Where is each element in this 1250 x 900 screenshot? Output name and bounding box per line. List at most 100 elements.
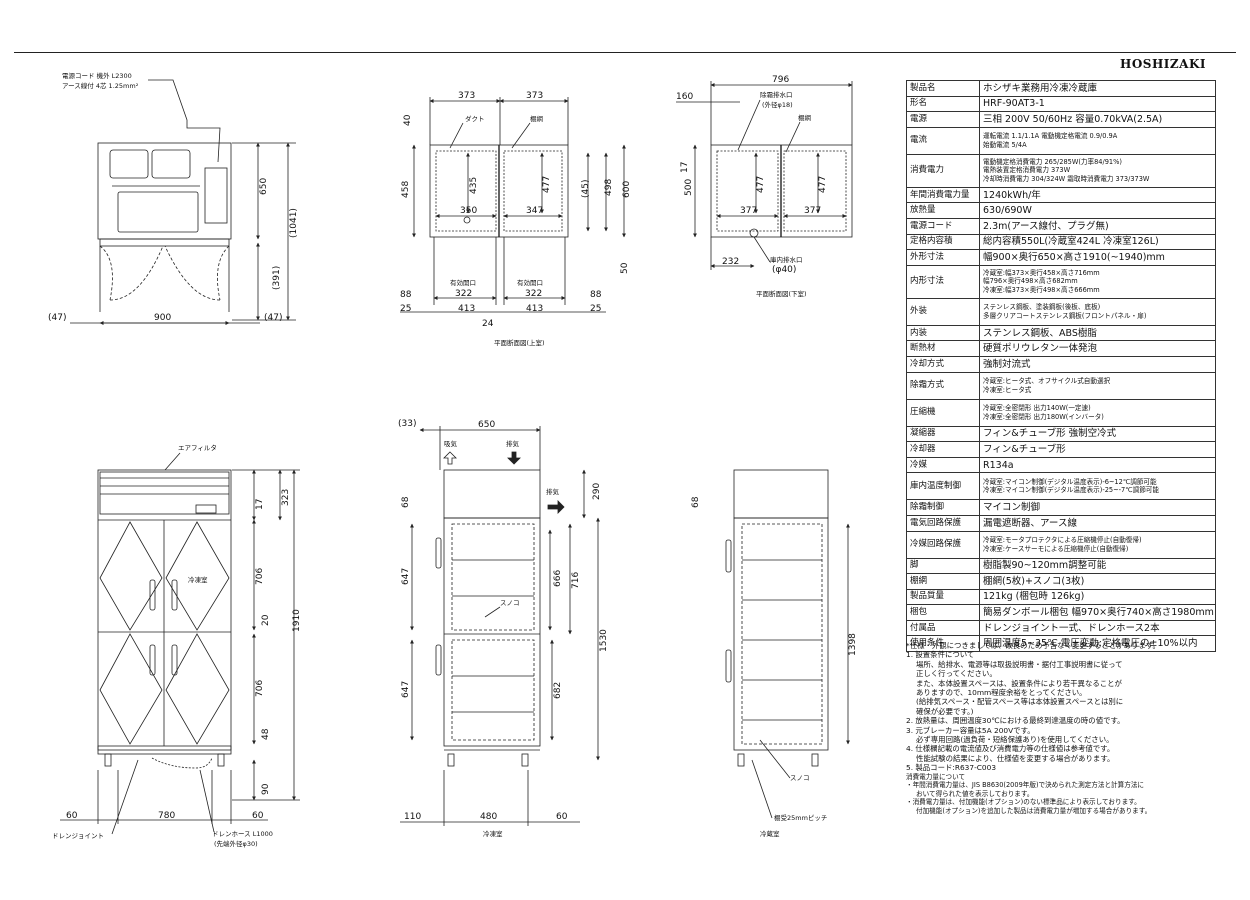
spec-key: 除霜方式 xyxy=(906,371,980,400)
spec-row: 電源三相 200V 50/60Hz 容量0.70kVA(2.5A) xyxy=(906,111,1216,128)
dim-290: 290 xyxy=(592,483,602,500)
top-section-view: 373 373 ダクト 棚網 350 347 435 477 40 458 (4… xyxy=(400,91,632,347)
cabinet-drain-size: (φ40) xyxy=(772,265,796,275)
dim-322-a: 322 xyxy=(455,289,472,299)
note-line: ありますので、10mm程度余裕をとってください。 xyxy=(916,688,1087,698)
note-line: 確保が必要です。) xyxy=(916,706,974,716)
dim-477-top: 477 xyxy=(542,176,552,193)
note-line: 正しく行ってください。 xyxy=(916,669,997,679)
defrost-drain-label: 除霜排水口 xyxy=(760,90,793,99)
spec-value-line: 冷蔵室:ヒータ式、オフサイクル式自動選択 xyxy=(983,376,1111,385)
top-section-caption: 平面断面図(上室) xyxy=(494,338,545,347)
dim-88-right: 88 xyxy=(590,290,602,300)
dim-25-right: 25 xyxy=(590,304,601,314)
dim-45: (45) xyxy=(581,180,591,198)
dim-347: 347 xyxy=(526,206,543,216)
dim-682: 682 xyxy=(553,682,563,699)
header-rule xyxy=(14,52,1236,53)
drain-hose-label: ドレンホース L1000 xyxy=(212,830,273,838)
dim-377-b: 377 xyxy=(804,206,821,216)
dim-90: 90 xyxy=(261,783,271,795)
note-line: 性能試験の結果により、仕様値を変更する場合があります。 xyxy=(916,753,1115,763)
dim-706-a: 706 xyxy=(255,568,265,585)
spec-value-line: ステンレス鋼板、塗装鋼板(後板、底板) xyxy=(983,303,1101,312)
dim-391: (391) xyxy=(272,266,282,290)
spec-value: 冷蔵室:モータプロテクタによる圧縮機停止(自動復帰)冷凍室:ケースサーモによる圧… xyxy=(979,530,1216,559)
spec-value: 周囲温度5~35℃ 電圧変動:定格電圧の±10%以内 xyxy=(979,635,1216,653)
dim-1041: (1041) xyxy=(289,208,299,238)
dim-1910: 1910 xyxy=(292,609,302,632)
spec-row: 梱包簡易ダンボール梱包 幅970×奥行740×高さ1980mm xyxy=(906,604,1216,621)
spec-row: 使用条件周囲温度5~35℃ 電圧変動:定格電圧の±10%以内 xyxy=(906,635,1216,653)
note-line: おいて得られた値を表示しております。 xyxy=(916,789,1034,798)
side-section-caption: 冷凍室 xyxy=(483,829,503,838)
dim-706-b: 706 xyxy=(255,680,265,697)
brand-logo-text: HOSHIZAKI xyxy=(1120,57,1207,71)
duct-label: ダクト xyxy=(465,114,485,123)
dim-47-right: (47) xyxy=(264,313,282,323)
spec-row: 庫内温度制御冷蔵室:マイコン制御(デジタル温度表示)-6~12℃調節可能冷凍室:… xyxy=(906,472,1216,501)
side-section-view: (33) 650 吸気 排気 排気 スノコ 290 68 647 666 716… xyxy=(398,419,609,838)
shelf-label-low: 棚網 xyxy=(798,113,812,122)
exhaust-label-2: 排気 xyxy=(546,487,560,496)
notes-block: *仕様・外観につきましては、改良のため予告なく変更することがあります。1. 設置… xyxy=(906,641,1226,816)
air-filter-label: エアフィルタ xyxy=(178,443,217,452)
spec-value-line: 冷蔵室:モータプロテクタによる圧縮機停止(自動復帰) xyxy=(983,535,1142,544)
dim-500: 500 xyxy=(684,179,694,196)
spec-value-line: 多層クリアコートステンレス鋼板(フロントパネル・扉) xyxy=(983,311,1147,320)
dim-498: 498 xyxy=(604,179,614,196)
dim-373-a: 373 xyxy=(458,91,475,101)
earth-label: アース線付 4芯 1.25mm² xyxy=(62,81,139,90)
note-line: 3. 元ブレーカー容量は5A 200Vです。 xyxy=(906,725,1035,735)
spec-key: 外装 xyxy=(906,297,980,326)
spec-value-line: 冷凍室:ヒータ式 xyxy=(983,385,1032,394)
dim-88-left: 88 xyxy=(400,290,412,300)
dim-1398: 1398 xyxy=(848,633,858,656)
sunoko-label-side: スノコ xyxy=(500,599,520,607)
spec-value-line: 電動機定格消費電力 265/285W(力率84/91%) xyxy=(983,157,1122,166)
note-line: 1. 設置条件について xyxy=(906,650,975,660)
spec-row: 冷却器フィン&チューブ形 xyxy=(906,441,1216,458)
effective-opening-1: 有効開口 xyxy=(450,278,476,287)
spec-value-line: 電熱装置定格消費電力 373W xyxy=(983,166,1071,175)
spec-value-line: 始動電流 5/4A xyxy=(983,140,1027,149)
dim-435: 435 xyxy=(469,177,479,194)
spec-value-line: 冷凍室:幅373×奥行498×高さ666mm xyxy=(983,286,1100,295)
spec-value: 冷蔵室:ヒータ式、オフサイクル式自動選択冷凍室:ヒータ式 xyxy=(979,371,1216,400)
effective-opening-2: 有効開口 xyxy=(517,278,543,287)
dim-60-side: 60 xyxy=(556,812,568,822)
note-line: 2. 放熱量は、周囲温度30℃における最終到達温度の時の値です。 xyxy=(906,716,1125,726)
dim-647-b: 647 xyxy=(401,681,411,698)
dim-47-left: (47) xyxy=(48,313,66,323)
dim-900: 900 xyxy=(154,313,171,323)
dim-24: 24 xyxy=(482,319,494,329)
note-line: *仕様・外観につきましては、改良のため予告なく変更することがあります。 xyxy=(906,641,1160,650)
dim-50: 50 xyxy=(620,262,630,274)
dim-17-front: 17 xyxy=(255,499,265,510)
spec-key: 消費電力 xyxy=(906,153,980,188)
spec-row: 定格内容積総内容積550L(冷蔵室424L 冷凍室126L) xyxy=(906,233,1216,251)
dim-666: 666 xyxy=(553,570,563,587)
spec-row: 凝縮器フィン&チューブ形 強制空冷式 xyxy=(906,425,1216,443)
dim-68-side: 68 xyxy=(401,496,411,508)
note-line: 4. 仕様欄記載の電流値及び消費電力等の仕様値は参考値です。 xyxy=(906,744,1115,754)
dim-1530: 1530 xyxy=(599,629,609,652)
spec-value: 冷蔵室:マイコン制御(デジタル温度表示)-6~12℃調節可能冷凍室:マイコン制御… xyxy=(979,472,1216,501)
rear-view: 電源コード 機外 L2300 アース線付 4芯 1.25mm² 650 (104… xyxy=(48,71,299,325)
dim-796: 796 xyxy=(772,75,789,85)
dim-377-a: 377 xyxy=(740,206,757,216)
note-line: ・年間消費電力量は、JIS B8630(2009年版)で決められた測定方法と計算… xyxy=(906,781,1145,790)
dim-160: 160 xyxy=(676,92,693,102)
note-line: (給排気スペース・配管スペース等は本体設置スペースとは別に xyxy=(916,697,1124,707)
spec-row: 外装ステンレス鋼板、塗装鋼板(後板、底板)多層クリアコートステンレス鋼板(フロン… xyxy=(906,297,1216,326)
cabinet-drain-label: 庫内排水口 xyxy=(770,255,803,264)
dim-33: (33) xyxy=(398,419,416,429)
spec-row: 冷媒回路保護冷蔵室:モータプロテクタによる圧縮機停止(自動復帰)冷凍室:ケースサ… xyxy=(906,530,1216,559)
front-view: エアフィルタ 冷凍室 17 323 706 20 706 1910 48 90 xyxy=(52,443,302,848)
dim-780: 780 xyxy=(158,811,175,821)
